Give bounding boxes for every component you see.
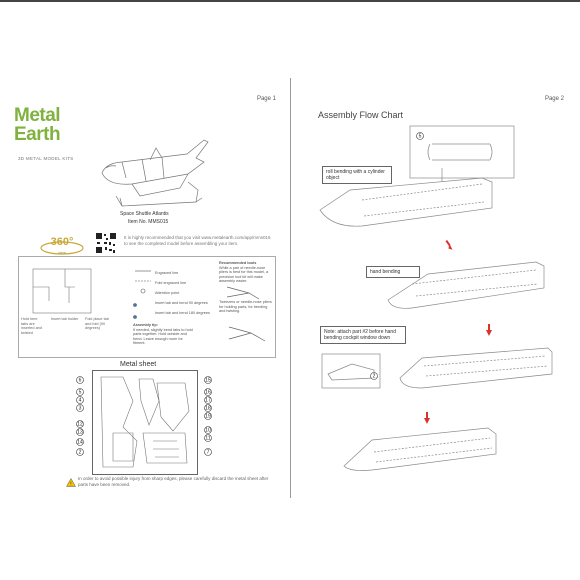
- legend-item: Engraved line: [155, 271, 179, 275]
- recommended-tools-note: Tweezers or needle-nose pliers for holdi…: [219, 299, 272, 314]
- part-number: 18: [205, 406, 211, 412]
- 360-view-badge: 360° view: [40, 236, 84, 255]
- shuttle-illustration: [101, 139, 209, 207]
- assembly-tip-text: If needed, slightly bend tabs to hold pa…: [133, 327, 193, 346]
- assembly-tip-title: Assembly tip:: [133, 323, 158, 327]
- part-number: 3: [79, 406, 82, 412]
- page-number: Page 1: [256, 96, 276, 102]
- logo-tagline: 3D METAL MODEL KITS: [18, 156, 74, 161]
- part-number: 2: [79, 450, 82, 456]
- qr-code-icon[interactable]: [95, 232, 117, 254]
- legend-item: Fold engraved line: [155, 281, 187, 285]
- step1-callout: roll bending with a cylinder object: [322, 166, 392, 184]
- part-number: 13: [77, 430, 83, 436]
- flow-arrows: [424, 239, 492, 424]
- recommendation-text: It is highly recommended that you visit …: [124, 235, 271, 246]
- legend-left-label: Fold place tab and fold (90 degrees): [85, 317, 109, 331]
- legend-diagram: [32, 268, 266, 342]
- legend-left-label: Insert tab holder: [51, 317, 79, 321]
- step1-detail-box: [409, 125, 515, 179]
- legend-item: Attention point: [155, 291, 180, 295]
- part-number: 14: [77, 440, 83, 446]
- metal-sheet-title: Metal sheet: [120, 361, 157, 368]
- item-number: Item No. MMS015: [128, 219, 169, 225]
- badge-view-text: view: [58, 250, 66, 255]
- metal-sheet-diagram: [92, 370, 198, 475]
- part-number: 17: [205, 398, 211, 404]
- part-number: 19: [205, 414, 211, 420]
- page-divider: [290, 78, 291, 498]
- recommended-tools-title: Recommended tools: [219, 261, 257, 265]
- step2-callout: hand bending: [366, 266, 420, 278]
- warning-icon: !: [66, 478, 76, 487]
- recommended-tools: Recommended tools While a pair of needle…: [219, 261, 273, 314]
- logo-line-1: Metal: [14, 105, 61, 126]
- part-number: 11: [205, 436, 210, 442]
- part-number: 6: [79, 378, 82, 384]
- recommended-tools-text: While a pair of needle-nose pliers is be…: [219, 265, 269, 284]
- step3-detail-box: [321, 353, 381, 389]
- flow-chart-title: Assembly Flow Chart: [318, 110, 404, 120]
- metal-earth-logo: Metal Earth: [14, 105, 61, 145]
- legend-box: Hold here tabs are inserted and twisted …: [18, 256, 276, 358]
- step3-part-number: 2: [373, 374, 376, 380]
- step1-part-number: 5: [419, 134, 422, 140]
- legend-left-label: Hold here tabs are inserted and twisted: [21, 317, 42, 335]
- metal-sheet-parts: [100, 376, 190, 468]
- part-number: 5: [79, 390, 82, 396]
- legend-left-labels: Hold here tabs are inserted and twisted …: [21, 317, 121, 335]
- svg-text:!: !: [70, 482, 71, 488]
- top-border: [0, 0, 580, 2]
- instruction-page-1: Page 1 Metal Earth 3D METAL MODEL KITS S…: [0, 78, 290, 498]
- metal-sheet-part-numbers: 6 5 4 3 12 13 14 2 15 16 17 18 19 10 11 …: [76, 376, 212, 456]
- badge-360-text: 360°: [51, 236, 74, 248]
- assembly-flow-diagram: 5 2: [319, 125, 553, 471]
- page-number: Page 2: [544, 96, 564, 102]
- part-number: 4: [79, 398, 82, 404]
- part-number: 7: [207, 450, 210, 456]
- step3-callout: Note: attach part #2 before hand bending…: [320, 326, 406, 344]
- part-number: 16: [205, 390, 211, 396]
- assembly-tip: Assembly tip: If needed, slightly bend t…: [133, 323, 193, 346]
- legend-item: Insert tab and bend 90 degrees: [155, 301, 208, 305]
- part-number: 12: [77, 422, 83, 428]
- model-name: Space Shuttle Atlantis: [120, 211, 169, 217]
- warning-text: In order to avoid possible injury from s…: [78, 476, 269, 487]
- legend-item: Insert tab and bend 180 degrees: [155, 311, 210, 315]
- legend-items: Engraved line Fold engraved line Attenti…: [155, 268, 217, 318]
- logo-line-2: Earth: [14, 124, 61, 145]
- part-number: 15: [205, 378, 211, 384]
- part-number: 10: [205, 428, 211, 434]
- instruction-page-2: Page 2 Assembly Flow Chart: [292, 78, 580, 498]
